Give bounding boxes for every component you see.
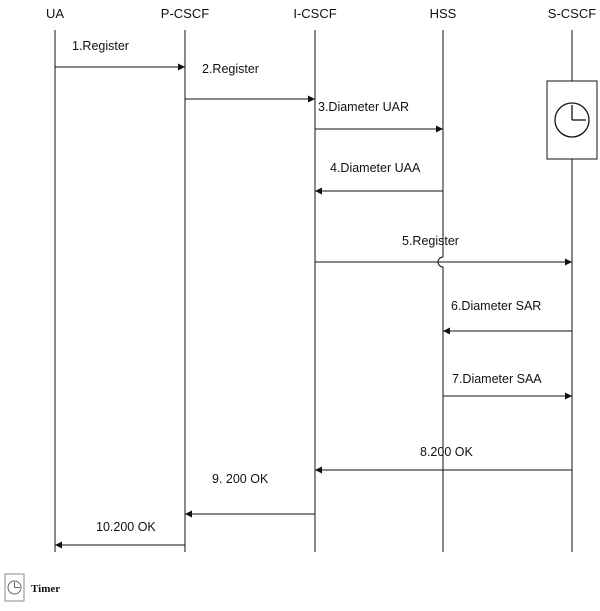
message-label: 2.Register <box>202 62 259 76</box>
message-label: 7.Diameter SAA <box>452 372 542 386</box>
participant-label-scscf: S-CSCF <box>548 6 596 21</box>
participant-label-ua: UA <box>46 6 64 21</box>
message-label: 1.Register <box>72 39 129 53</box>
message-label: 10.200 OK <box>96 520 156 534</box>
message-6: 6.Diameter SAR <box>443 299 572 335</box>
participant-label-pcscf: P-CSCF <box>161 6 209 21</box>
message-4: 4.Diameter UAA <box>315 161 443 195</box>
message-label: 5.Register <box>402 234 459 248</box>
message-label: 8.200 OK <box>420 445 473 459</box>
message-3: 3.Diameter UAR <box>315 100 443 133</box>
legend: Timer <box>4 573 60 602</box>
message-2: 2.Register <box>185 62 315 103</box>
message-label: 6.Diameter SAR <box>451 299 541 313</box>
legend-label: Timer <box>31 583 60 595</box>
participant-label-hss: HSS <box>430 6 457 21</box>
message-5: 5.Register <box>315 234 572 266</box>
message-7: 7.Diameter SAA <box>443 372 572 400</box>
message-9: 9. 200 OK <box>185 472 315 518</box>
message-label: 9. 200 OK <box>212 472 269 486</box>
participant-label-icscf: I-CSCF <box>293 6 336 21</box>
timer-icon <box>4 573 25 602</box>
timer-icon <box>546 80 598 160</box>
message-1: 1.Register <box>55 39 185 71</box>
lifeline-hss <box>437 30 444 552</box>
message-label: 3.Diameter UAR <box>318 100 409 114</box>
message-8: 8.200 OK <box>315 445 572 474</box>
message-10: 10.200 OK <box>55 520 185 549</box>
message-label: 4.Diameter UAA <box>330 161 421 175</box>
